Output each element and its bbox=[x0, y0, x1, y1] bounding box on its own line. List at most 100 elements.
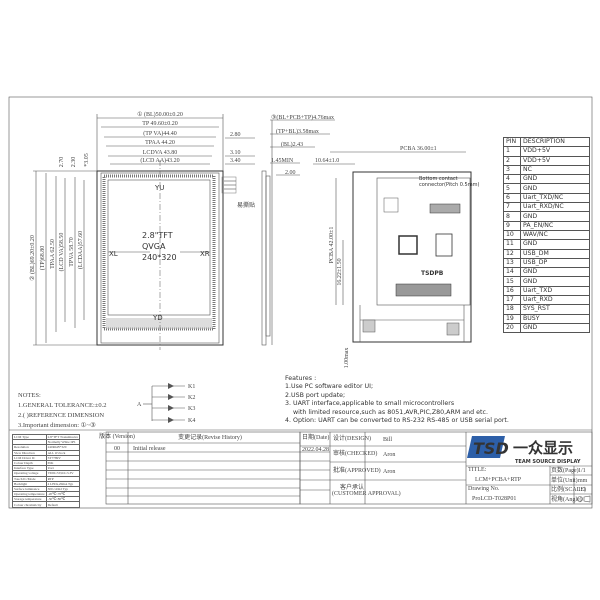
revision-date: 2022.04.28 bbox=[302, 447, 329, 453]
note-1: 1.GENERAL TOLERANCE:±0.2 bbox=[18, 402, 107, 409]
dim-lcd-va: LCDVA 43.80 bbox=[143, 150, 178, 156]
title-label: TITLE: bbox=[468, 467, 487, 473]
angle-label: 视角(Angle) bbox=[551, 495, 582, 503]
back-outline bbox=[352, 171, 472, 343]
company-logo: TSD 一众显示 TEAM SOURCE DISPLAY bbox=[467, 436, 581, 465]
dim-lcd-va-height: (LCD VA)58.50 bbox=[58, 233, 65, 272]
checker: Aron bbox=[383, 452, 395, 458]
dim-pcba-height: PCBA 42.00±1 bbox=[329, 227, 335, 264]
page-value: 1/1 bbox=[578, 468, 586, 474]
sd-slot bbox=[435, 233, 453, 257]
dim-tpaa-height: TPAA 62.50 bbox=[50, 239, 56, 269]
top-connector bbox=[429, 203, 461, 214]
approver: Aron bbox=[383, 469, 395, 475]
dim-t1: 2.70 bbox=[59, 157, 65, 168]
led-k4: K4 bbox=[152, 417, 195, 424]
mcu-chip bbox=[398, 235, 418, 255]
page-label: 页数(Page) bbox=[551, 466, 579, 474]
dim-tp-height: (TP)68.80 bbox=[39, 246, 46, 271]
feature-4: 4. Option: UART can be converted to RS-2… bbox=[285, 417, 509, 425]
unit-label: 单位(Unit) bbox=[551, 476, 578, 484]
dim-bl-height: ② (BL)69.20±0.20 bbox=[29, 235, 36, 281]
dim-pcba-width: PCBA 36.00±1 bbox=[400, 146, 437, 152]
tape-label: 易撕贴 bbox=[237, 201, 255, 209]
panel-resolution-name: QVGA bbox=[142, 242, 166, 251]
dim-tp-width: TP 49.60±0.20 bbox=[142, 121, 178, 127]
dim-offset: 10.64±1.0 bbox=[315, 158, 339, 164]
dim-tp-va: (TP VA)44.40 bbox=[143, 130, 177, 137]
side-view: ③(BL+PCB+TP)4.76max (TP+BL)3.58max (BL)2… bbox=[261, 114, 335, 346]
dim-2: 2.00 bbox=[285, 170, 296, 176]
fpc-pad-right bbox=[446, 322, 460, 336]
scale-label: 比例(SCALE) bbox=[551, 485, 586, 493]
version-header: 版本 (Version) bbox=[99, 432, 135, 440]
dim-lcd-aa: (LCD AA)43.20 bbox=[140, 157, 179, 164]
drawing-no-label: Drawing No. bbox=[468, 486, 500, 492]
feature-1: 1.Use PC software editor UI; bbox=[285, 383, 374, 391]
features-title: Features : bbox=[285, 375, 317, 382]
projection-angle-icon bbox=[577, 495, 591, 503]
notes: NOTES: 1.GENERAL TOLERANCE:±0.2 2.( )REF… bbox=[18, 391, 107, 431]
bottom-connector bbox=[395, 283, 452, 297]
svg-text:TSD: TSD bbox=[473, 439, 509, 458]
customer-label: 客户承认 bbox=[340, 483, 364, 491]
led-circuit: A K1 K2 K3 K4 bbox=[137, 383, 195, 424]
dim-total-thickness: ③(BL+PCB+TP)4.76max bbox=[271, 114, 334, 121]
history-header: 变更记录(Revise History) bbox=[178, 433, 242, 441]
revision-version: 00 bbox=[114, 446, 120, 452]
dim-r1: 2.80 bbox=[230, 132, 241, 138]
drawing-frame bbox=[8, 96, 593, 509]
svg-text:一众显示: 一众显示 bbox=[513, 439, 573, 457]
dim-t3: *3.05 bbox=[84, 153, 90, 167]
connector-note-1: Bottom contact bbox=[419, 176, 458, 182]
unit-value: mm bbox=[578, 478, 588, 484]
dim-r2: 3.10 bbox=[230, 150, 241, 156]
scale-value: 1:1 bbox=[578, 487, 586, 493]
svg-text:K1: K1 bbox=[188, 384, 195, 390]
active-area bbox=[107, 179, 211, 316]
checked-label: 审核(CHECKED) bbox=[333, 449, 377, 457]
drawing-number: ProLCD-T028P01 bbox=[472, 496, 516, 502]
led-k2: K2 bbox=[152, 394, 195, 401]
feature-2: 2.USB port update; bbox=[285, 391, 346, 399]
drawing-title: LCM+PCBA+RTP bbox=[475, 477, 522, 483]
note-2: 2.( )REFERENCE DIMENSION bbox=[18, 412, 105, 419]
dim-lcdaa-height: (LCDAA)57.60 bbox=[77, 231, 84, 269]
svg-text:K3: K3 bbox=[188, 406, 195, 412]
dim-bl-width: ① (BL)50.00±0.20 bbox=[137, 111, 183, 118]
dim-min: 1.45MIN bbox=[271, 158, 294, 164]
back-view: TSDPB PCBA 36.00±1 10.64±1.0 Bottom cont… bbox=[313, 146, 479, 368]
front-view: 易撕贴 YU YD XL XR 2.8"TFT QVGA 240*320 ① (… bbox=[29, 111, 255, 350]
led-anode-label: A bbox=[137, 402, 142, 408]
feature-3: 3. UART interface,applicable to small mi… bbox=[285, 400, 455, 408]
led-k3: K3 bbox=[152, 405, 195, 412]
pcba-board bbox=[376, 177, 471, 306]
features: Features : 1.Use PC software editor UI; … bbox=[285, 375, 509, 425]
led-k1: K1 bbox=[152, 383, 195, 390]
title-block: 日期(Date) 2022.04.28 设计(DESIGN) Bill 审核(C… bbox=[299, 431, 593, 505]
date-header: 日期(Date) bbox=[302, 433, 329, 441]
label-xr: XR bbox=[200, 250, 210, 258]
dim-16-22: 16.22±1.50 bbox=[337, 258, 343, 285]
svg-text:K2: K2 bbox=[188, 395, 195, 401]
panel-size: 2.8"TFT bbox=[142, 231, 173, 240]
